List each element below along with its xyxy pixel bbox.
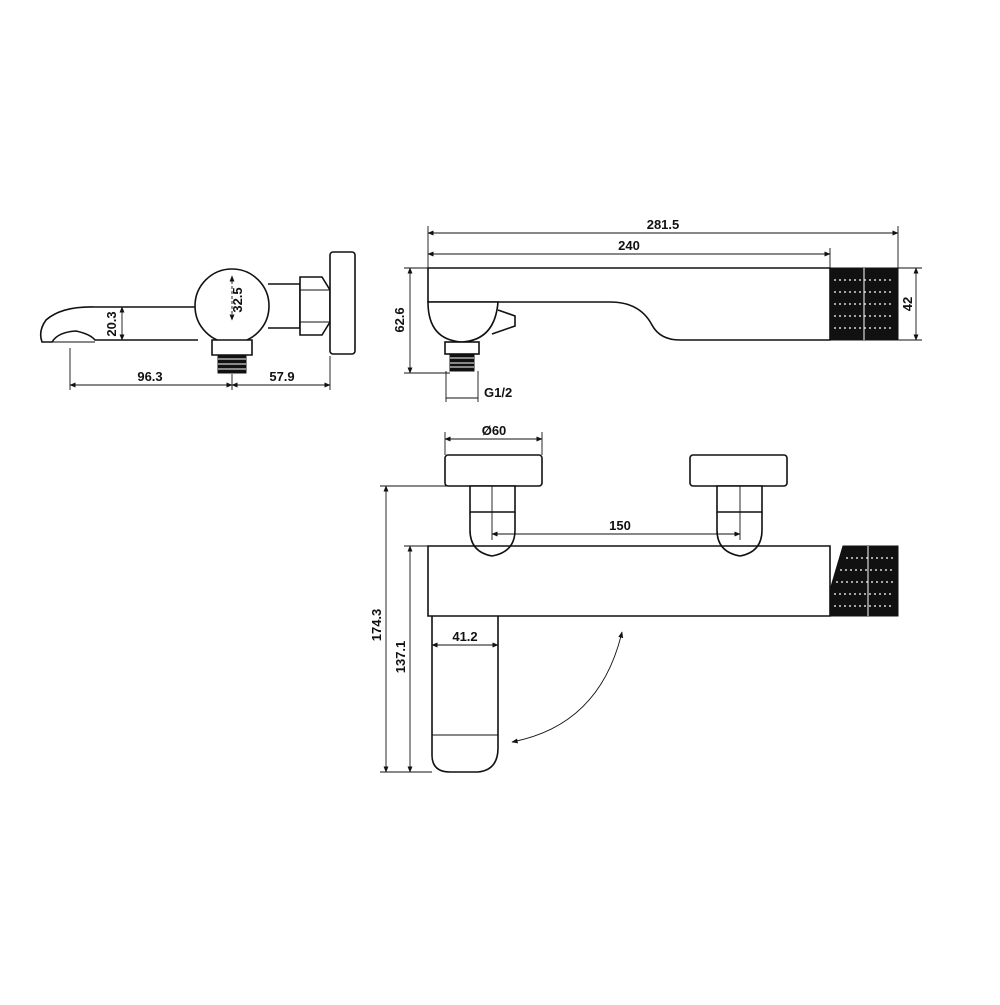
side-view: 20.3 32.5 96.3 57.9 <box>39 251 356 390</box>
front-body-bar <box>427 545 831 617</box>
front-view: Ø60 150 174.3 137.1 41.2 <box>369 423 899 773</box>
side-connector <box>268 283 301 329</box>
front-wall-plate-right <box>689 454 788 487</box>
top-view: 281.5 240 62.6 42 G1/2 <box>392 217 922 402</box>
side-inlet-nut <box>211 339 253 356</box>
front-knurled-handle <box>829 545 899 617</box>
dim-side-spout-height: 20.3 <box>104 311 119 336</box>
dim-spout-projection: 137.1 <box>393 641 408 674</box>
top-spout-body <box>427 267 831 341</box>
dim-side-body-length: 57.9 <box>269 369 294 384</box>
dim-wall-plate: Ø60 <box>482 423 507 438</box>
rotation-arrow <box>511 631 624 744</box>
side-wall-plate <box>329 251 356 355</box>
dim-total-height: 174.3 <box>369 609 384 642</box>
front-nut-right <box>716 485 763 513</box>
dim-spout-width: 41.2 <box>452 629 477 644</box>
dim-center-distance: 150 <box>609 518 631 533</box>
dim-top-height: 62.6 <box>392 307 407 332</box>
side-spout <box>39 306 198 343</box>
top-mixer <box>427 301 499 343</box>
dim-top-total-length: 281.5 <box>647 217 680 232</box>
top-inlet-nut <box>444 341 480 355</box>
front-wall-plate-left <box>444 454 543 487</box>
dim-top-handle-height: 42 <box>900 297 915 311</box>
dim-side-handle: 32.5 <box>230 287 245 312</box>
front-spout <box>431 616 499 773</box>
front-nut-left <box>469 485 516 513</box>
dim-top-spout-length: 240 <box>618 238 640 253</box>
dim-side-spout-length: 96.3 <box>137 369 162 384</box>
dim-thread: G1/2 <box>484 385 512 400</box>
side-nut <box>299 276 331 336</box>
